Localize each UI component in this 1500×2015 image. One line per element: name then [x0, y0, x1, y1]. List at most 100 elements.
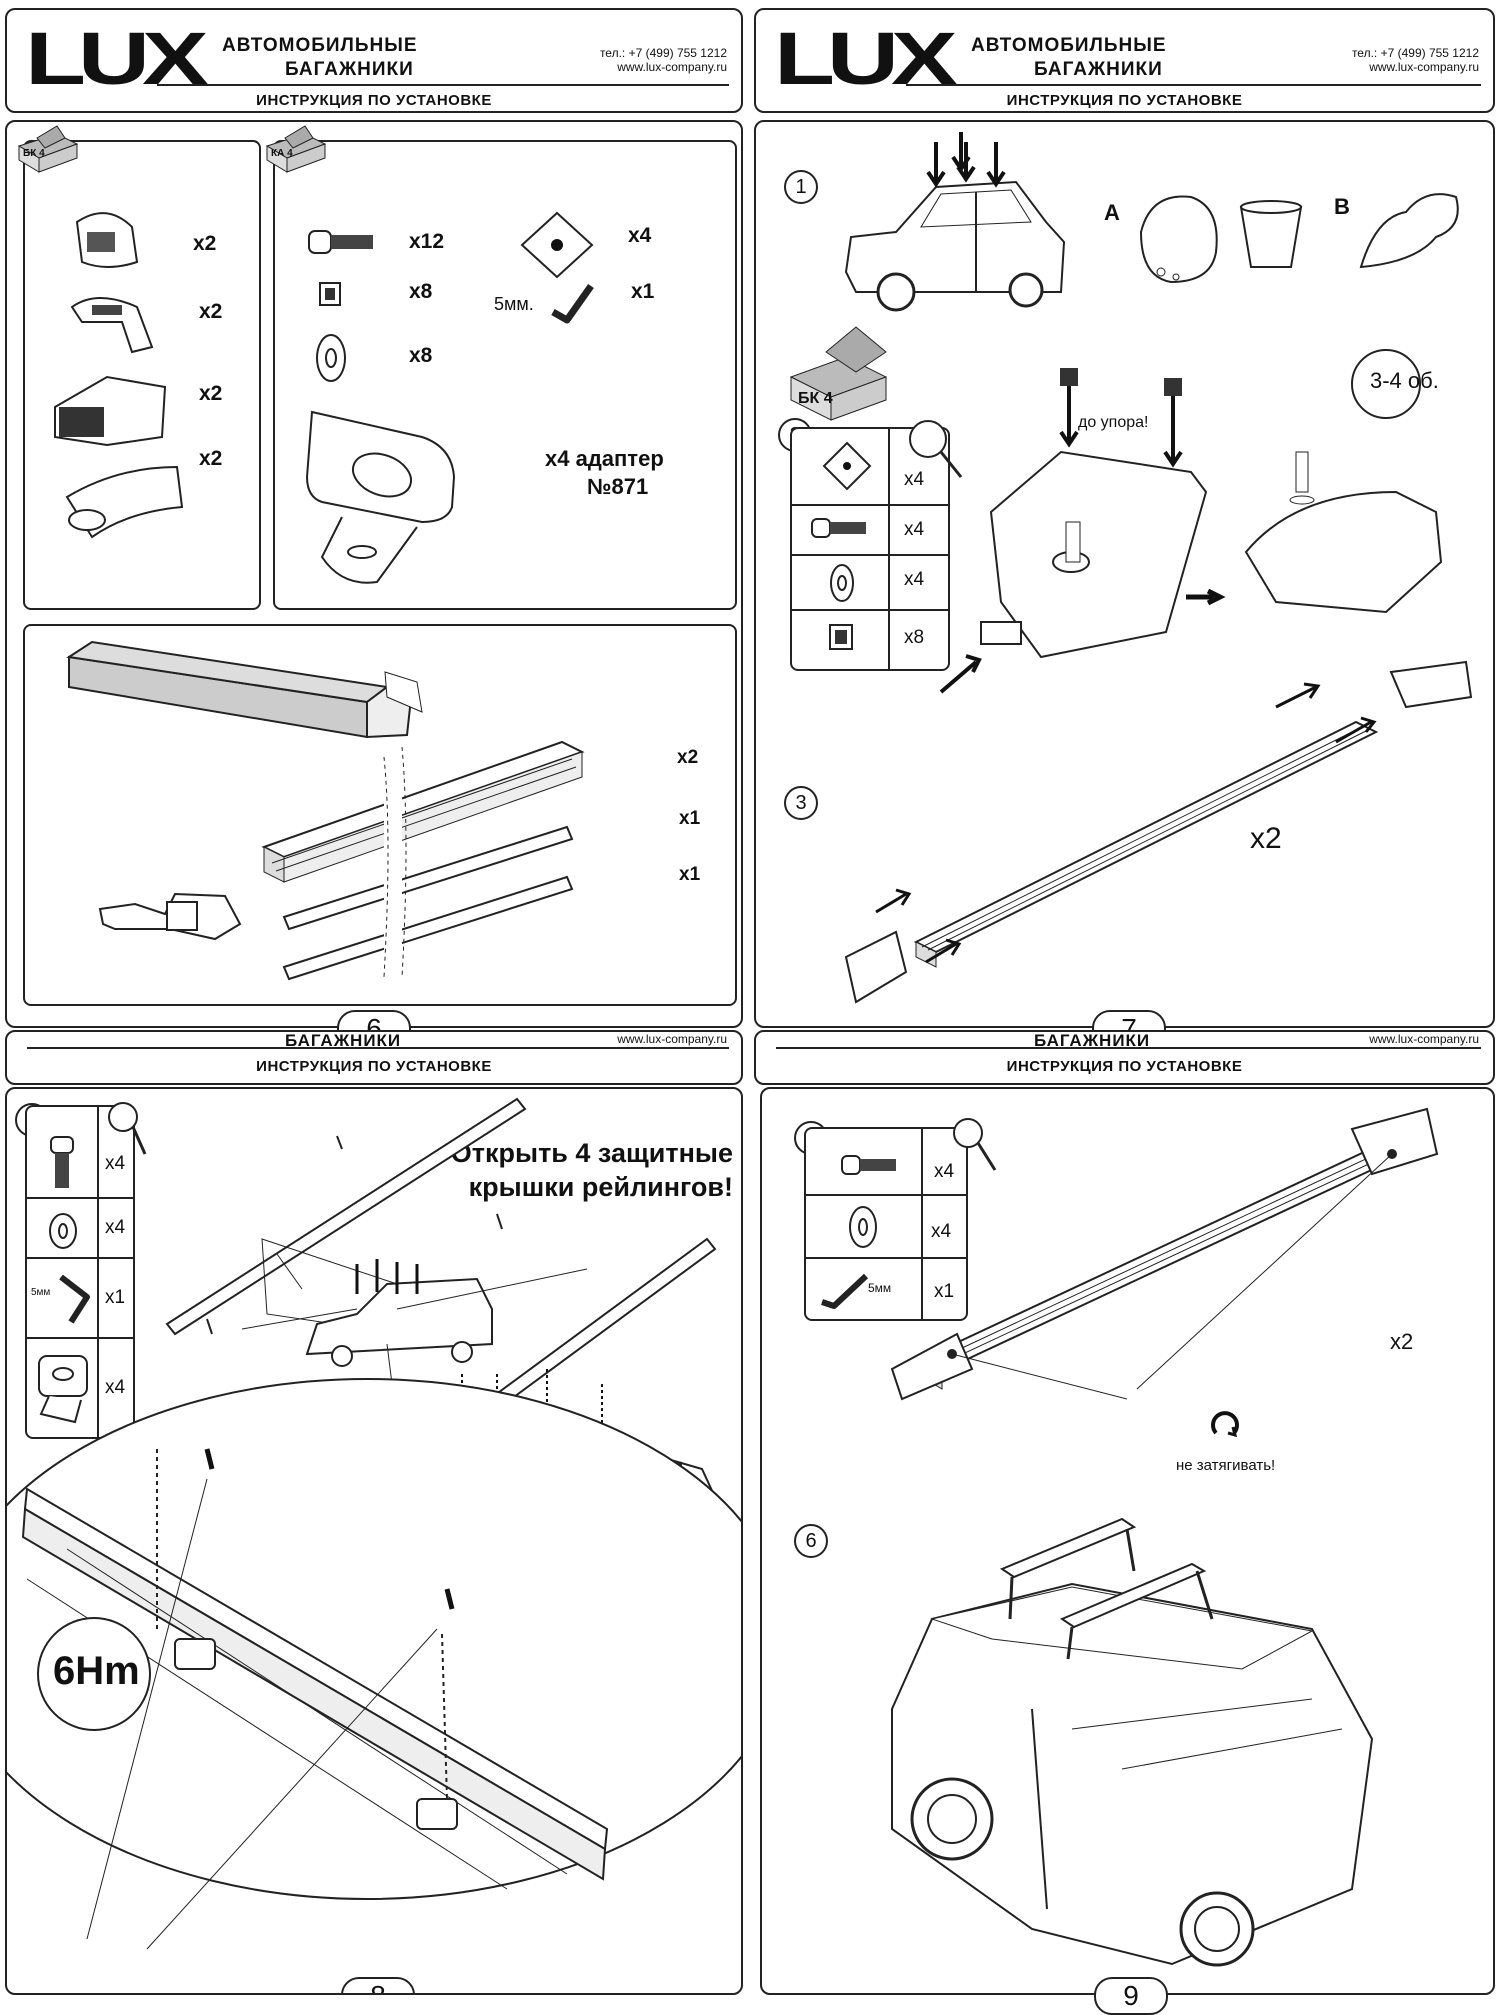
- lux-logo: LUX: [25, 17, 209, 100]
- washer-icon: [849, 1206, 877, 1248]
- ka-qty-bolt: x12: [409, 230, 445, 253]
- brand-line-2: БАГАЖНИКИ: [285, 59, 414, 80]
- bolt-icon: [50, 1136, 74, 1188]
- clamp-part-icon: [70, 297, 154, 354]
- table-row-line: [806, 1194, 966, 1196]
- table-row-line: [27, 1257, 133, 1259]
- header-rule: [776, 1047, 1481, 1049]
- step-4-parts-table: 5мм x4 x4 x1 x4: [25, 1105, 135, 1439]
- square-washer-icon: [822, 441, 872, 491]
- bolt-icon: [841, 1155, 896, 1175]
- rotation-circle-icon: [1351, 349, 1421, 419]
- open-covers-note: Открыть 4 защитные крышки рейлингов!: [451, 1137, 733, 1205]
- hex-key-icon: [59, 1274, 90, 1324]
- bar-package-icon: [66, 640, 423, 739]
- turns-note: 3-4 об.: [1370, 368, 1439, 393]
- contact-block: тел.: +7 (499) 755 1212 www.lux-company.…: [1352, 46, 1479, 75]
- header-rule: [906, 84, 1481, 86]
- ka-qty-hex-key: x1: [631, 280, 655, 303]
- ka-qty-nut: x8: [409, 280, 433, 303]
- site-link[interactable]: www.lux-company.ru: [1369, 1032, 1479, 1046]
- step5-qty-1: x4: [934, 1161, 955, 1182]
- table-divider: [888, 429, 890, 669]
- hex-key-icon: [821, 1273, 869, 1309]
- end-cap-part-icon: [75, 212, 139, 268]
- bk4-package: БК 4: [17, 124, 79, 174]
- label-a: A: [1104, 200, 1120, 225]
- site-link[interactable]: www.lux-company.ru: [617, 1032, 727, 1046]
- step-5-parts-table: 5мм x4 x4 x1: [804, 1127, 968, 1321]
- support-foot-assembly-icon: [939, 368, 1208, 694]
- roof-bar-assembly-icon: [844, 660, 1473, 1004]
- step4-qty-4: x4: [105, 1377, 126, 1398]
- header-top-right: LUX АВТОМОБИЛЬНЫЕ БАГАЖНИКИ тел.: +7 (49…: [754, 8, 1495, 113]
- table-divider: [921, 1129, 923, 1319]
- washing-hands-icon: [1139, 195, 1218, 284]
- site-link[interactable]: www.lux-company.ru: [617, 60, 727, 75]
- box-icon: [265, 125, 327, 173]
- table-divider: [97, 1107, 99, 1437]
- step2-qty-4: x8: [904, 627, 925, 648]
- adapter-plate-icon: [38, 1355, 88, 1424]
- cover-part-icon: [65, 465, 184, 539]
- page-number-9: 9: [1094, 1977, 1168, 2015]
- header-title: ИНСТРУКЦИЯ ПО УСТАНОВКЕ: [1006, 1058, 1243, 1075]
- bk4-label: БК 4: [23, 148, 45, 159]
- car-wash-roof-icon: [844, 132, 1066, 312]
- header-bottom-left: БАГАЖНИКИ www.lux-company.ru ИНСТРУКЦИЯ …: [5, 1030, 743, 1085]
- stop-note: до упора!: [1078, 414, 1149, 431]
- label-b: B: [1334, 194, 1350, 219]
- step5-qty-2: x4: [931, 1221, 952, 1242]
- ka-qty-washer: x8: [409, 344, 433, 367]
- header-rule: [157, 84, 729, 86]
- table-row-line: [806, 1257, 966, 1259]
- step4-qty-3: x1: [105, 1287, 126, 1308]
- ka4-package: КА 4: [265, 124, 327, 174]
- table-row-line: [27, 1337, 133, 1339]
- step-1-marker: 1: [784, 170, 818, 204]
- square-washer-icon: [520, 211, 594, 279]
- washer-icon: [830, 564, 854, 602]
- support-foot-with-bolt-icon: [1244, 451, 1443, 614]
- bk-qty-3: x2: [199, 382, 223, 405]
- table-row-line: [27, 1197, 133, 1199]
- washer-icon: [316, 334, 346, 382]
- brand-line-2: БАГАЖНИКИ: [1034, 1031, 1151, 1050]
- bk-qty-4: x2: [199, 447, 223, 470]
- hex-key-size: 5мм.: [494, 294, 534, 314]
- bolt-icon: [811, 518, 866, 538]
- magnifier-icon: [108, 1102, 147, 1155]
- note-line-2: крышки рейлингов!: [468, 1171, 733, 1202]
- contact-block: тел.: +7 (499) 755 1212 www.lux-company.…: [600, 46, 727, 75]
- header-title: ИНСТРУКЦИЯ ПО УСТАНОВКЕ: [256, 92, 492, 109]
- profile-section-icon: [98, 892, 242, 941]
- step2-qty-3: x4: [904, 569, 925, 590]
- roof-bar-with-feet-icon: [890, 1107, 1439, 1401]
- step2-qty-2: x4: [904, 519, 925, 540]
- page-8-panel: 4 5мм x4 x4 x1 x4 Открыть 4 защитные кры…: [5, 1087, 743, 1995]
- header-top-left: LUX АВТОМОБИЛЬНЫЕ БАГАЖНИКИ тел.: +7 (49…: [5, 8, 743, 113]
- brand-line-1: АВТОМОБИЛЬНЫЕ: [222, 35, 418, 56]
- step4-qty-1: x4: [105, 1153, 126, 1174]
- profile-qty-2: x1: [679, 808, 701, 829]
- brand-line-1: АВТОМОБИЛЬНЫЕ: [971, 35, 1167, 56]
- support-part-icon: [54, 375, 167, 447]
- ka-qty-square-washer: x4: [628, 224, 652, 247]
- bucket-icon: [1239, 200, 1303, 268]
- step5-qty-bars: x2: [1390, 1329, 1414, 1354]
- magnifier-icon: [909, 420, 963, 478]
- adapter-plate-icon: [305, 410, 456, 584]
- adapter-text-2: №871: [587, 474, 649, 499]
- wiping-cloth-icon: [1359, 193, 1459, 269]
- step-3-marker: 3: [784, 786, 818, 820]
- roof-bar-profiles-icon: [261, 740, 585, 981]
- square-nut-icon: [319, 282, 341, 306]
- phone-text: тел.: +7 (499) 755 1212: [599, 46, 727, 60]
- torque-circle: [37, 1617, 151, 1731]
- brand-line-2: БАГАЖНИКИ: [285, 1031, 402, 1050]
- profile-qty-3: x1: [679, 864, 701, 885]
- washer-icon: [49, 1213, 77, 1249]
- adapter-text-1: x4 адаптер: [545, 446, 664, 471]
- header-title: ИНСТРУКЦИЯ ПО УСТАНОВКЕ: [1006, 92, 1243, 109]
- site-link[interactable]: www.lux-company.ru: [1369, 60, 1479, 75]
